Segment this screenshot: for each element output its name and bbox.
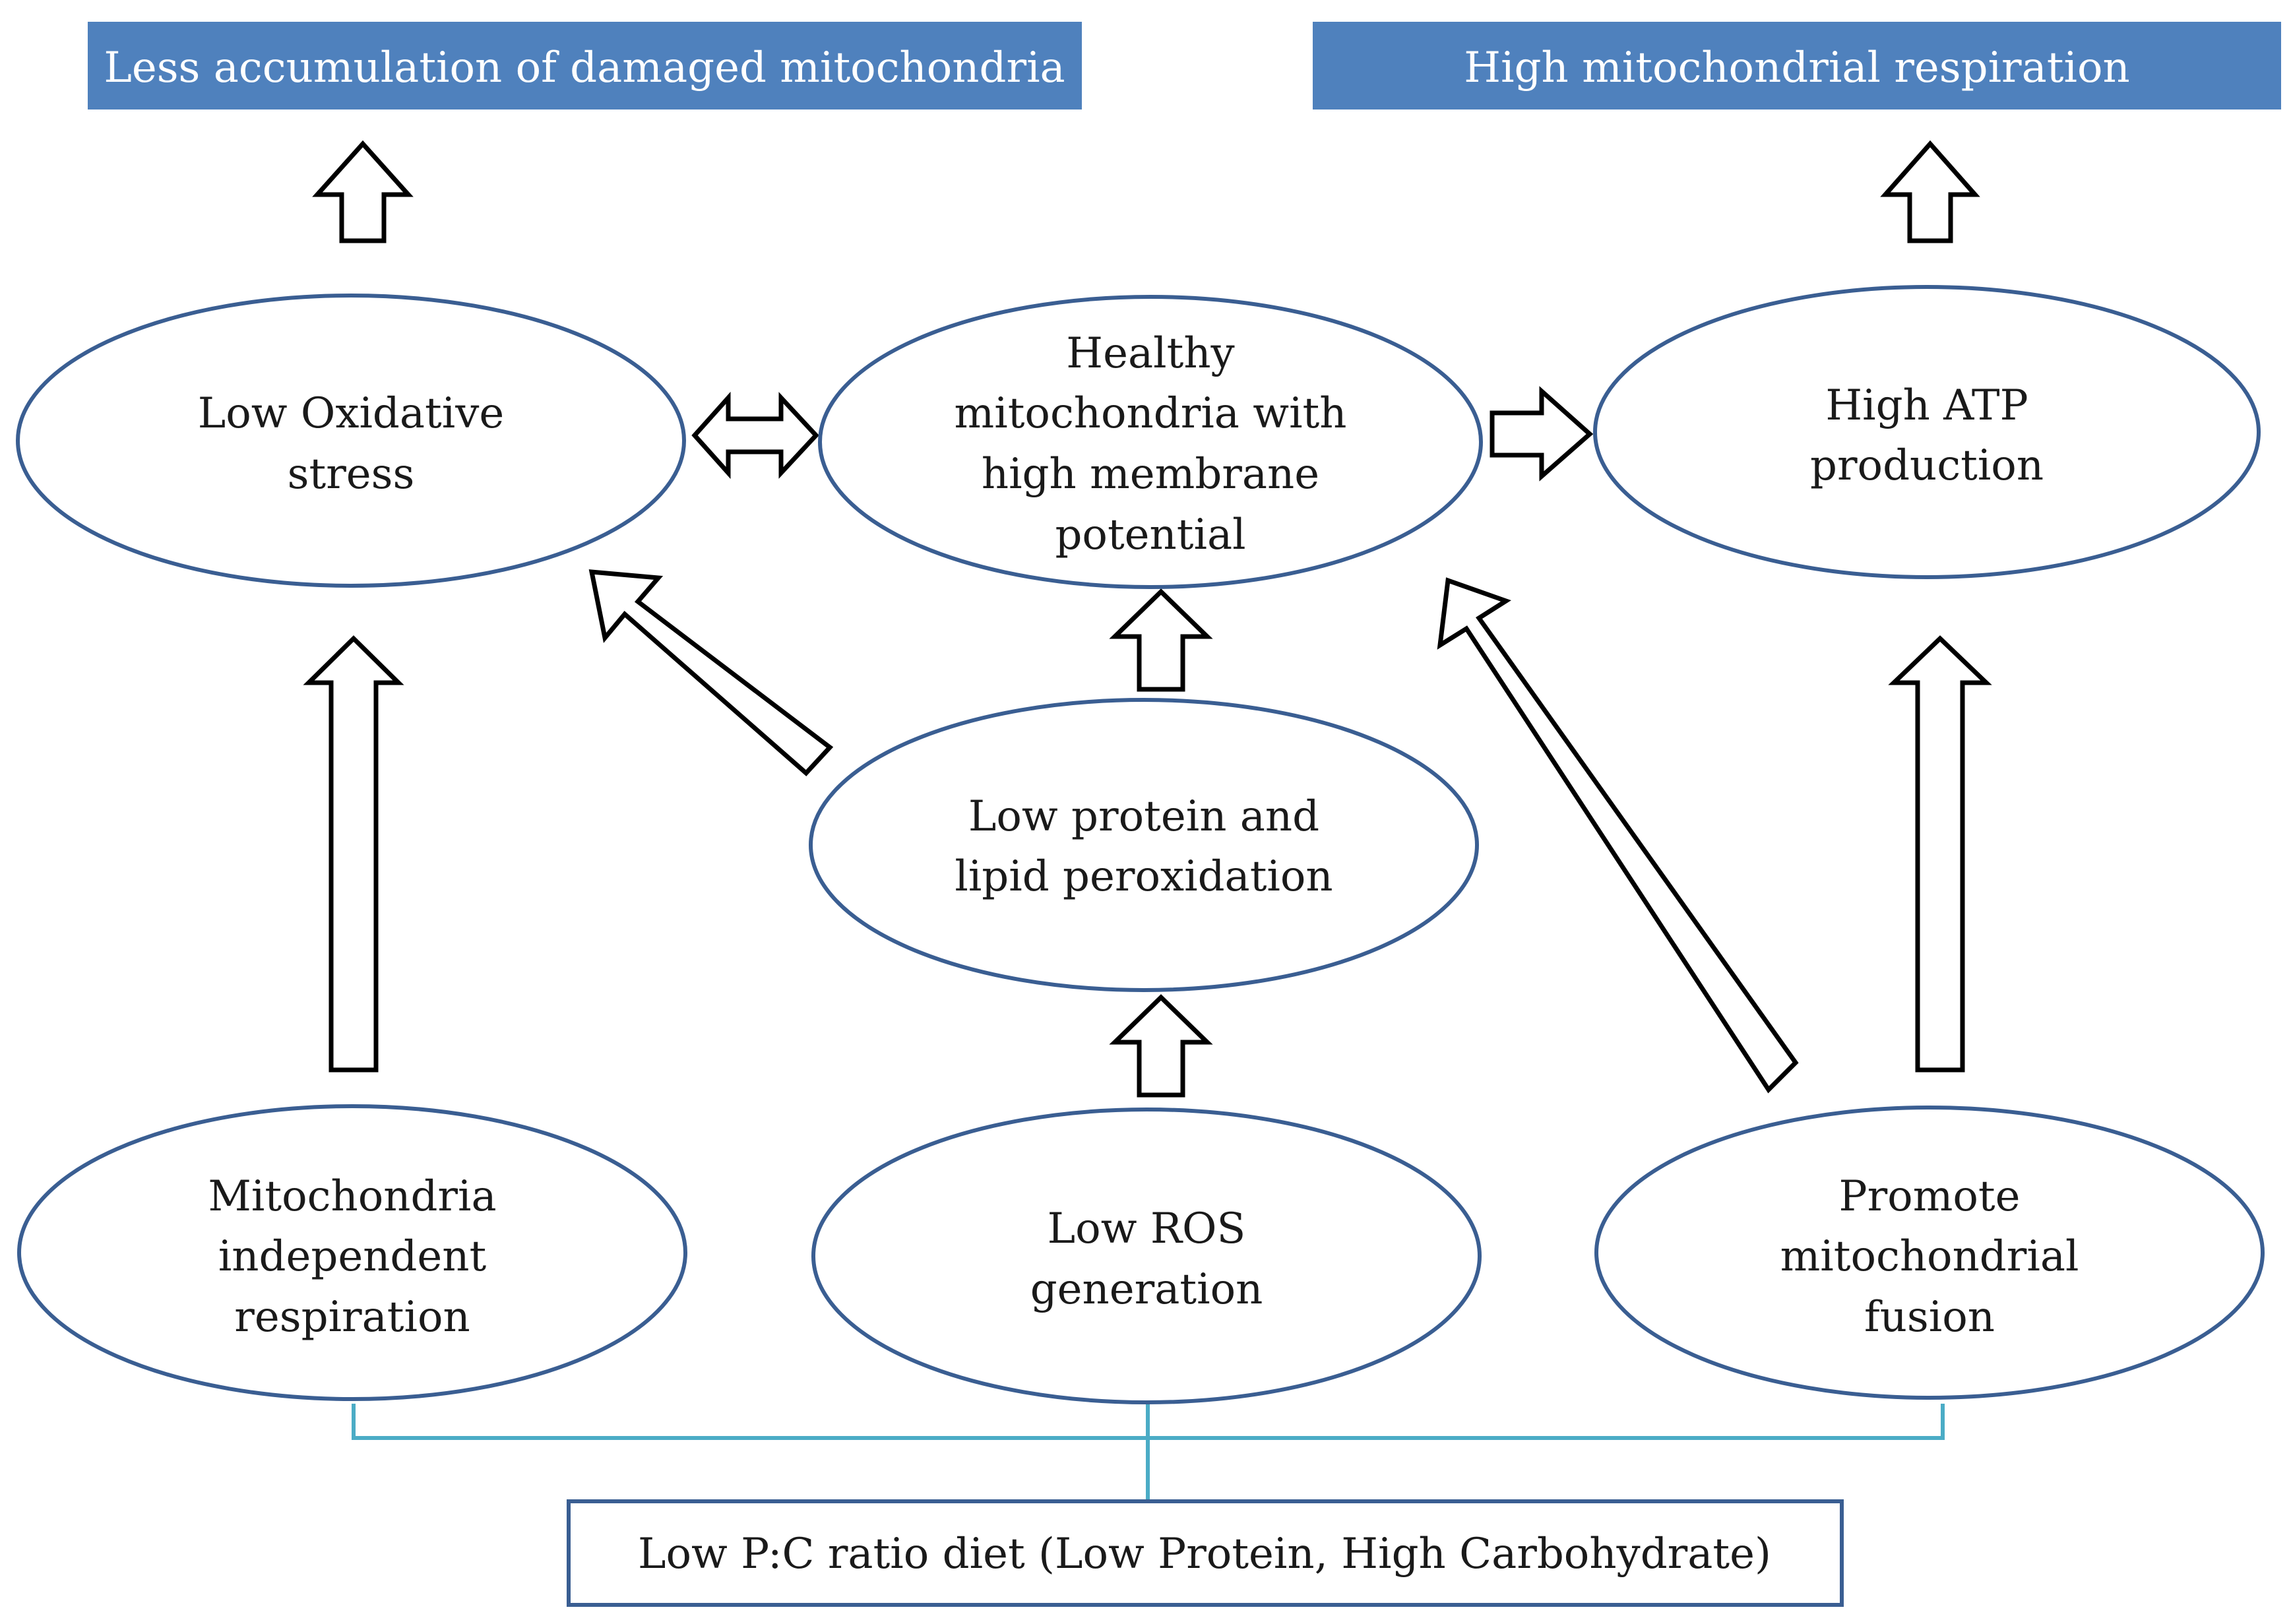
node-high-atp-line-2: production xyxy=(1810,441,2044,490)
node-high-atp-line-1: High ATP xyxy=(1825,381,2028,430)
arrow-up-independent-to-oxidative xyxy=(303,635,404,1073)
node-high-atp: High ATP production xyxy=(1593,285,2261,579)
top-box-left-fill xyxy=(88,22,1082,109)
node-promote-fusion-line-2: mitochondrial xyxy=(1780,1232,2079,1281)
node-low-oxidative-stress-line-1: Low Oxidative xyxy=(198,389,505,438)
node-mito-independent-line-1: Mitochondria xyxy=(208,1172,496,1221)
node-low-oxidative-stress-shape xyxy=(16,294,686,588)
node-low-peroxidation: Low protein and lipid peroxidation xyxy=(809,698,1479,992)
arrow-diagonal-peroxidation-to-oxidative xyxy=(588,569,834,776)
node-low-peroxidation-line-2: lipid peroxidation xyxy=(955,852,1333,901)
node-promote-fusion-line-3: fusion xyxy=(1864,1293,1995,1342)
node-mito-independent-line-2: independent xyxy=(218,1232,487,1281)
node-low-ros-line-1: Low ROS xyxy=(1048,1204,1246,1253)
top-box-less-accumulation: Less accumulation of damaged mitochondri… xyxy=(88,22,1082,109)
node-low-peroxidation-shape xyxy=(809,698,1479,992)
block-arrows xyxy=(303,140,1992,1098)
diet-box-label: Low P:C ratio diet (Low Protein, High Ca… xyxy=(638,1530,1771,1578)
diet-connectors xyxy=(352,1402,1945,1501)
node-low-ros-shape xyxy=(811,1108,1482,1404)
node-mito-independent: Mitochondria independent respiration xyxy=(17,1104,687,1401)
node-healthy-mitochondria-line-2: mitochondria with xyxy=(955,389,1347,438)
diet-box-border xyxy=(567,1499,1844,1607)
node-low-ros: Low ROS generation xyxy=(811,1108,1482,1404)
node-healthy-mitochondria-shape xyxy=(818,295,1483,589)
node-healthy-mitochondria-line-1: Healthy xyxy=(1066,329,1234,378)
node-healthy-mitochondria-line-4: potential xyxy=(1055,511,1245,559)
node-promote-fusion: Promote mitochondrial fusion xyxy=(1594,1106,2265,1400)
arrow-up-fusion-to-atp xyxy=(1888,635,1992,1073)
node-low-oxidative-stress-line-2: stress xyxy=(288,450,415,499)
top-box-right-label: High mitochondrial respiration xyxy=(1464,44,2129,92)
node-low-ros-line-2: generation xyxy=(1030,1265,1263,1314)
node-mito-independent-line-3: respiration xyxy=(234,1293,470,1342)
top-box-right-fill xyxy=(1313,22,2281,109)
arrow-diagonal-fusion-to-healthy xyxy=(1437,577,1799,1094)
node-mito-independent-shape xyxy=(17,1104,687,1401)
arrow-right-healthy-to-atp xyxy=(1490,386,1594,482)
node-promote-fusion-shape xyxy=(1594,1106,2265,1400)
arrow-double-oxidative-healthy xyxy=(691,391,819,480)
arrow-up-ros-to-peroxidation xyxy=(1109,994,1213,1098)
diet-box: Low P:C ratio diet (Low Protein, High Ca… xyxy=(567,1499,1844,1607)
arrow-up-to-less-accumulation xyxy=(312,140,414,243)
top-box-left-label: Less accumulation of damaged mitochondri… xyxy=(104,44,1065,92)
node-healthy-mitochondria-line-3: high membrane xyxy=(982,450,1319,499)
node-low-peroxidation-line-1: Low protein and xyxy=(968,792,1319,841)
node-promote-fusion-line-1: Promote xyxy=(1839,1172,2021,1221)
arrow-up-to-high-respiration xyxy=(1880,140,1980,243)
arrow-up-peroxidation-to-healthy xyxy=(1109,588,1213,692)
node-low-oxidative-stress: Low Oxidative stress xyxy=(16,294,686,588)
top-box-high-respiration: High mitochondrial respiration xyxy=(1313,22,2281,109)
node-healthy-mitochondria: Healthy mitochondria with high membrane … xyxy=(818,295,1483,589)
node-high-atp-shape xyxy=(1593,285,2261,579)
